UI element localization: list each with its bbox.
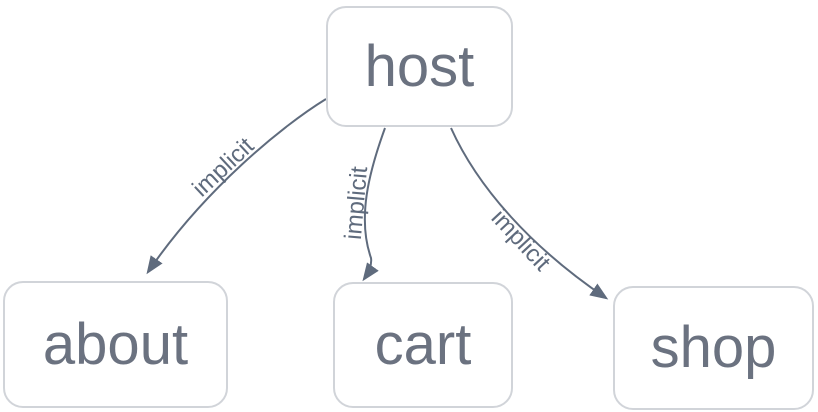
node-shop-label: shop <box>650 315 777 380</box>
node-host[interactable]: host <box>326 6 513 127</box>
node-about[interactable]: about <box>3 281 228 408</box>
node-cart[interactable]: cart <box>333 282 513 408</box>
edge-label-host-cart: implicit <box>340 165 373 241</box>
edge-label-host-shop: implicit <box>486 204 556 276</box>
node-host-label: host <box>364 33 475 99</box>
node-shop[interactable]: shop <box>613 286 814 410</box>
node-cart-label: cart <box>374 312 472 377</box>
edge-host-cart[interactable] <box>362 127 386 282</box>
node-about-label: about <box>42 311 189 377</box>
edge-host-about[interactable] <box>146 98 327 275</box>
edge-host-shop[interactable] <box>450 127 609 300</box>
edge-label-host-about: implicit <box>187 132 259 202</box>
